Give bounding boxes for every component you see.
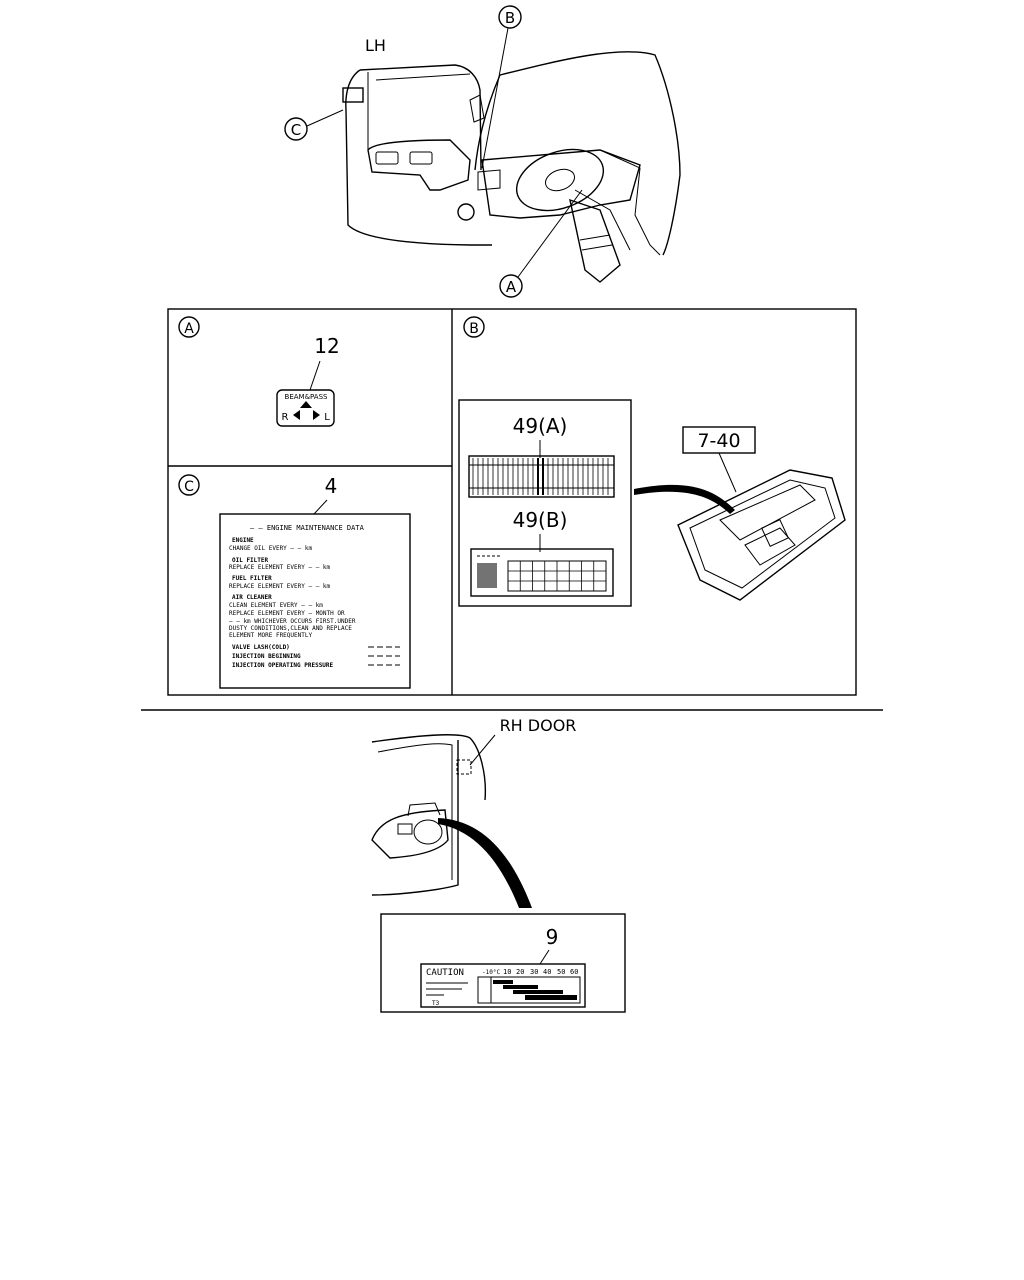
- beam-pass-label: [276, 389, 335, 427]
- svg-text:30: 30: [530, 968, 538, 976]
- arrow-up-icon: [300, 401, 312, 408]
- rh-door-label: RH DOOR: [500, 716, 577, 735]
- arrow-left-icon: [293, 410, 300, 420]
- label-49b: [470, 548, 614, 597]
- svg-text:FUEL FILTER: FUEL FILTER: [232, 575, 272, 582]
- callout-c: C: [284, 87, 364, 141]
- svg-text:REPLACE ELEMENT EVERY — — km: REPLACE ELEMENT EVERY — — km: [229, 564, 331, 571]
- svg-text:— — ENGINE MAINTENANCE DATA: — — ENGINE MAINTENANCE DATA: [250, 524, 365, 532]
- lh-label: LH: [365, 36, 386, 55]
- rh-door-illustration: [371, 734, 487, 896]
- arrow-right-icon: [313, 410, 320, 420]
- svg-text:20: 20: [516, 968, 524, 976]
- svg-text:INJECTION BEGINNING: INJECTION BEGINNING: [232, 653, 301, 660]
- details-frame: [167, 308, 857, 696]
- panel-c-part-no: 4: [325, 474, 338, 498]
- panel-b: B 49(A) 49(B) 7-40: [458, 316, 846, 607]
- svg-text:VALVE LASH(COLD): VALVE LASH(COLD): [232, 644, 290, 651]
- panel-9-part-no: 9: [546, 925, 559, 949]
- svg-text:ELEMENT MORE FREQUENTLY: ELEMENT MORE FREQUENTLY: [229, 632, 312, 639]
- leader-arrow-b: [634, 484, 735, 514]
- svg-text:REPLACE ELEMENT EVERY — MONTH: REPLACE ELEMENT EVERY — MONTH OR: [229, 610, 345, 617]
- callout-a-letter: A: [506, 278, 517, 296]
- svg-text:OIL FILTER: OIL FILTER: [232, 557, 269, 564]
- lh-cab-illustration: [345, 51, 681, 283]
- panel-c-letter: C: [184, 479, 194, 495]
- panel-9: 9 CAUTION T3 -10°C 10 20 30 40 50 60: [380, 913, 626, 1013]
- engine-maintenance-label: [219, 513, 411, 689]
- svg-text:BEAM&PASS: BEAM&PASS: [285, 393, 329, 401]
- callout-c-letter: C: [291, 121, 301, 139]
- svg-text:AIR CLEANER: AIR CLEANER: [232, 594, 272, 601]
- panel-a-part-no: 12: [314, 334, 339, 358]
- ref-7-40: 7-40: [697, 430, 740, 452]
- svg-text:-10°C: -10°C: [482, 969, 500, 976]
- panel-b-part-49b: 49(B): [513, 508, 568, 532]
- leader-arrow-rh: [438, 818, 532, 908]
- panel-b-part-49a: 49(A): [513, 414, 568, 438]
- svg-text:DUSTY CONDITIONS,CLEAN AND REP: DUSTY CONDITIONS,CLEAN AND REPLACE: [229, 625, 352, 632]
- svg-text:INJECTION OPERATING PRESSURE: INJECTION OPERATING PRESSURE: [232, 662, 334, 669]
- caution-label: [420, 963, 586, 1008]
- svg-text:— — km WHICHEVER OCCURS FIRST.: — — km WHICHEVER OCCURS FIRST.UNDER: [229, 618, 356, 625]
- panel-b-letter: B: [469, 321, 479, 337]
- svg-text:R: R: [282, 412, 289, 423]
- svg-text:CLEAN ELEMENT EVERY — — km: CLEAN ELEMENT EVERY — — km: [229, 602, 323, 609]
- svg-text:L: L: [324, 412, 330, 423]
- svg-text:CAUTION: CAUTION: [426, 968, 464, 978]
- svg-text:ENGINE: ENGINE: [232, 537, 254, 544]
- svg-text:10: 10: [503, 968, 511, 976]
- panel-a-letter: A: [184, 321, 194, 337]
- svg-text:T3: T3: [432, 1000, 440, 1007]
- caution-chart-bars: [490, 977, 577, 1003]
- svg-text:50: 50: [557, 968, 565, 976]
- svg-text:60: 60: [570, 968, 578, 976]
- panel-c: C 4 — — ENGINE MAINTENANCE DATA ENGINE C…: [178, 474, 411, 689]
- svg-text:40: 40: [543, 968, 551, 976]
- callout-b: B: [481, 5, 522, 169]
- label-49a: [468, 455, 615, 498]
- svg-text:CHANGE OIL EVERY — — km: CHANGE OIL EVERY — — km: [229, 545, 312, 552]
- callout-a: A: [499, 189, 583, 298]
- glovebox-illustration: [677, 469, 846, 601]
- panel-a: A 12 BEAM&PASS R L: [178, 316, 340, 427]
- callout-b-letter: B: [505, 9, 515, 27]
- svg-text:REPLACE ELEMENT EVERY — — km: REPLACE ELEMENT EVERY — — km: [229, 583, 331, 590]
